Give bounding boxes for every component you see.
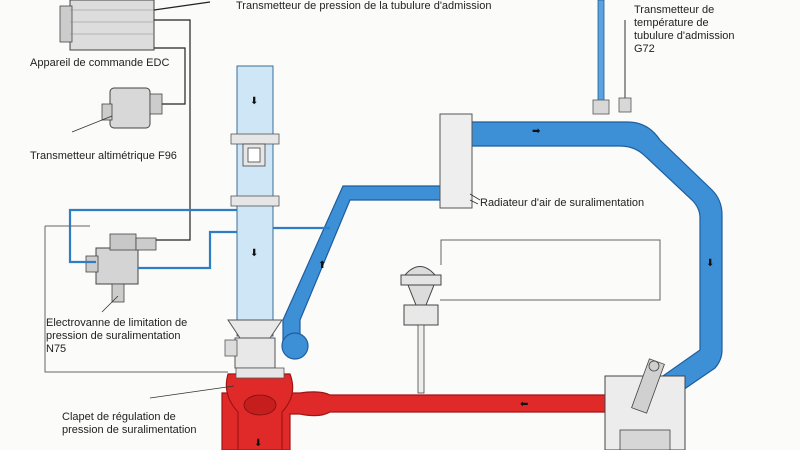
temp-sensor xyxy=(618,20,632,113)
compressor-outlet xyxy=(281,332,309,360)
label-altitude-sender: Transmetteur altimétrique F96 xyxy=(30,150,177,162)
label-wastegate: Clapet de régulation de pression de sura… xyxy=(62,411,197,436)
leader-lines xyxy=(71,115,479,399)
intake-duct xyxy=(224,65,283,369)
svg-text:⬅: ⬅ xyxy=(520,399,528,410)
label-edc-unit: Appareil de commande EDC xyxy=(30,57,170,69)
altitude-sensor xyxy=(101,87,163,129)
temp-sensor-line xyxy=(592,0,610,115)
svg-text:⬇: ⬇ xyxy=(250,96,258,107)
connector-lines xyxy=(44,225,661,373)
solenoid-valve xyxy=(85,233,157,303)
label-solenoid-valve: Electrovanne de limitation de pression d… xyxy=(46,317,188,355)
electrical-wires xyxy=(153,1,211,241)
svg-text:⬆: ⬆ xyxy=(318,260,326,271)
charge-air-pipe xyxy=(282,121,723,393)
svg-text:➡: ➡ xyxy=(532,126,541,137)
wastegate-actuator xyxy=(400,266,442,394)
svg-text:⬇: ⬇ xyxy=(254,438,262,449)
label-intercooler: Radiateur d'air de suralimentation xyxy=(480,197,645,209)
engine-block xyxy=(604,358,686,450)
label-temp-sender: Transmetteur de température de tubulure … xyxy=(634,4,735,55)
label-pressure-sender: Transmetteur de pression de la tubulure … xyxy=(236,0,492,12)
svg-text:⬇: ⬇ xyxy=(250,248,258,259)
svg-text:⬇: ⬇ xyxy=(706,258,714,269)
edc-control-unit xyxy=(59,0,155,51)
intercooler xyxy=(439,113,473,209)
vacuum-hoses xyxy=(68,208,330,270)
flow-arrows: ⬇ ⬇ ➡ ⬇ ⬆ ⬅ ⬇ xyxy=(250,96,714,449)
